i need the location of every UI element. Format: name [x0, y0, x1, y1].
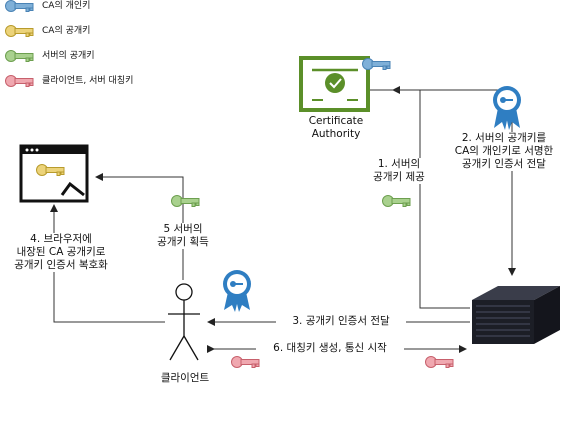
step3-label: 3. 공개키 인증서 전달 [276, 315, 406, 328]
server-public-key-icon [382, 195, 411, 207]
signed-certificate-badge-icon [493, 86, 521, 130]
server-icon [472, 286, 560, 344]
client-symmetric-key-icon [231, 356, 260, 368]
legend-key-ca-private-icon [5, 0, 34, 12]
legend-label-server-public: 서버의 공개키 [42, 51, 95, 61]
client-person-icon [168, 283, 200, 361]
client-certificate-badge-icon [223, 270, 251, 312]
step1-label: 1. 서버의 공개키 제공 [364, 158, 434, 184]
legend-label-ca-private: CA의 개인키 [42, 1, 91, 11]
server-symmetric-key-icon [425, 356, 454, 368]
legend-key-server-public-icon [5, 50, 34, 62]
certificate-icon [299, 56, 370, 112]
step4-label: 4. 브라우저에 내장된 CA 공개키로 공개키 인증서 복호화 [0, 233, 122, 272]
legend-label-ca-public: CA의 공개키 [42, 26, 91, 36]
ca-label: Certificate Authority [296, 115, 376, 141]
client-label: 클라이언트 [150, 372, 220, 385]
step5-label: 5 서버의 공개키 획득 [146, 223, 220, 249]
ca-private-key-icon [362, 58, 391, 70]
legend-key-symmetric-icon [5, 75, 34, 87]
legend-key-ca-public-icon [5, 25, 34, 37]
step2-label: 2. 서버의 공개키를 CA의 개인키로 서명한 공개키 인증서 전달 [440, 132, 568, 171]
server-public-key-obtained-icon [171, 195, 200, 207]
legend-label-symmetric: 클라이언트, 서버 대칭키 [42, 76, 134, 86]
step6-label: 6. 대칭키 생성, 통신 시작 [256, 342, 404, 355]
browser-window-icon [19, 144, 89, 203]
